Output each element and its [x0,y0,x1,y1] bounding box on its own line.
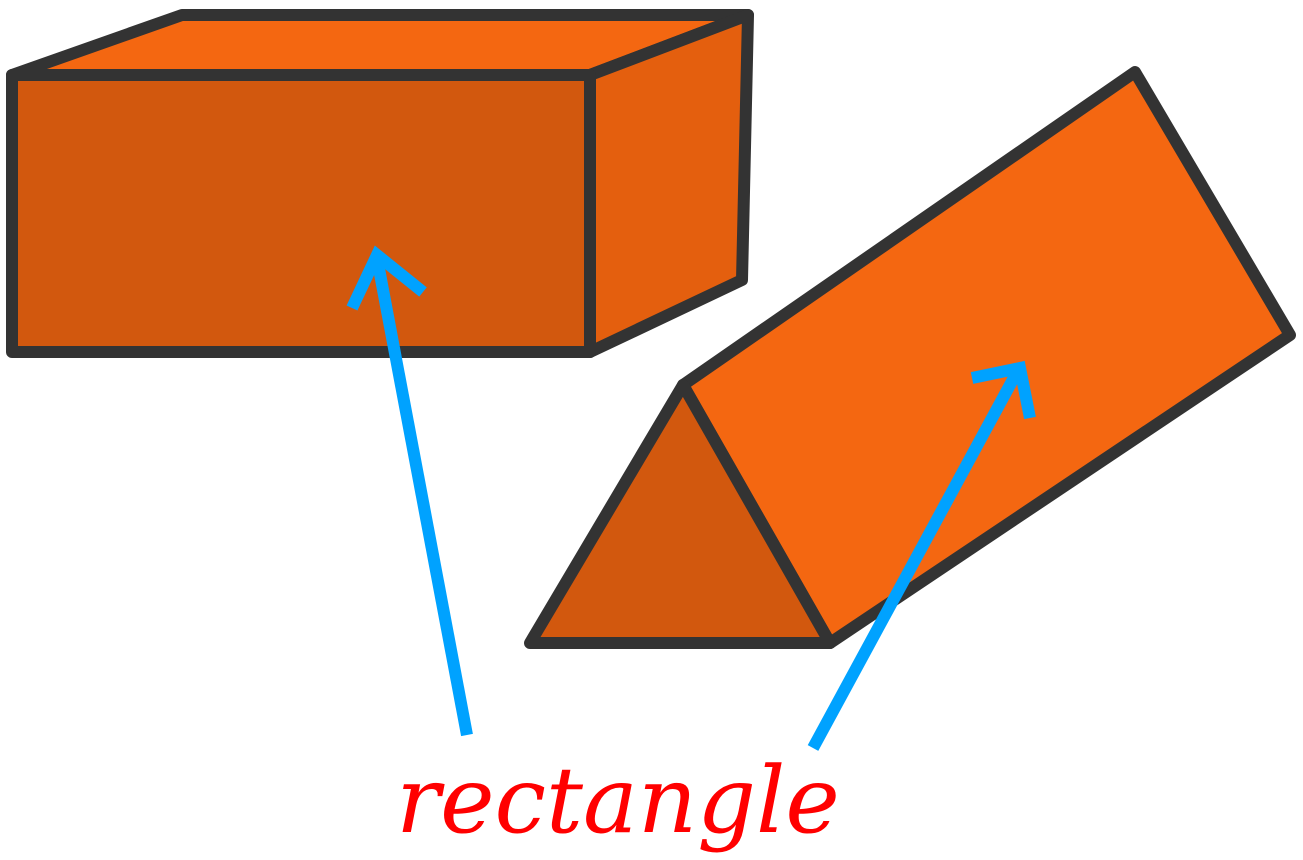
label-arrows [346,245,1036,751]
arrow-to-rectangular-face [371,256,473,737]
rectangular-prism-front-face [6,69,596,358]
rectangular-prism-side-face [584,9,754,358]
arrow-to-triangular-prism-face [807,369,1023,751]
triangular-prism [524,66,1296,649]
triangular-prism-end-face [524,379,836,649]
arrow-to-rectangular-face-head [346,245,427,311]
rectangular-prism [6,9,754,358]
arrow-to-triangular-prism-face-head [970,360,1036,420]
rectangle-label: rectangle [396,747,840,854]
